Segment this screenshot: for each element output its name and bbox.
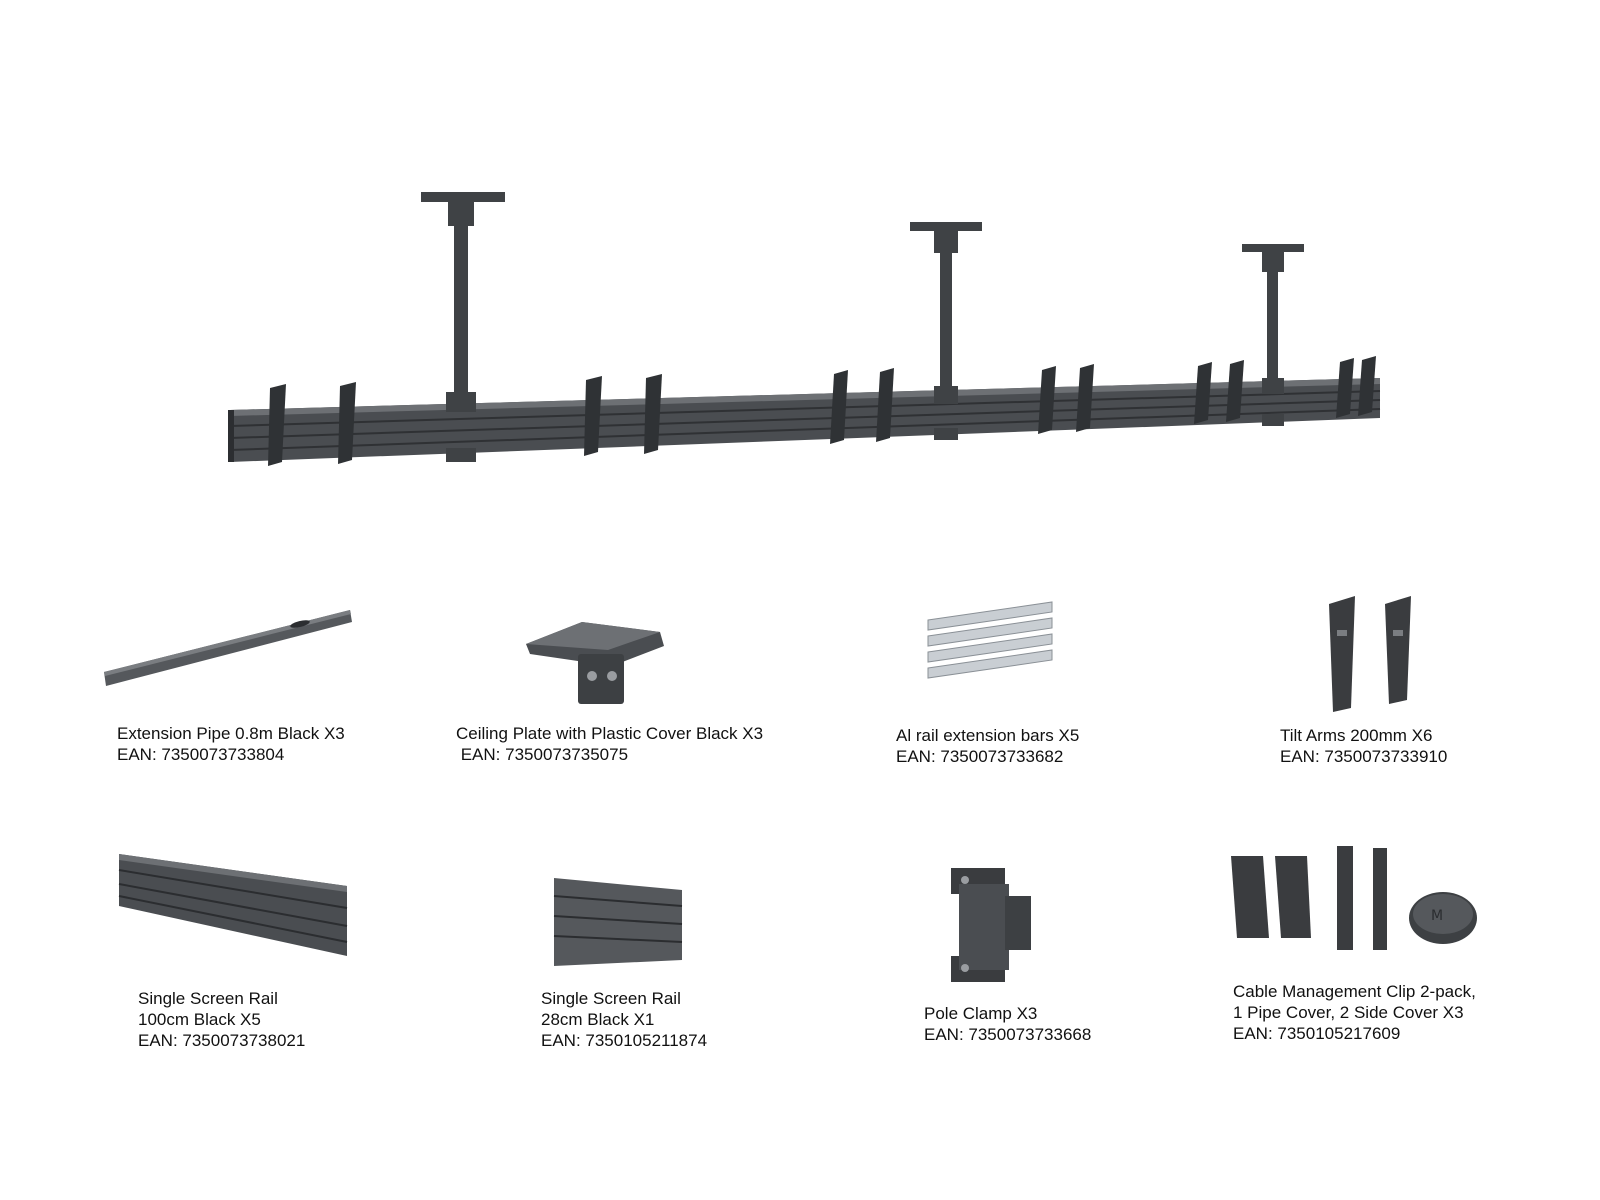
part-name: Extension Pipe 0.8m Black X3 [117, 724, 345, 743]
single-screen-rail-100cm-image [118, 854, 348, 956]
al-rail-extension-bars-image [927, 601, 1053, 679]
part-caption-al-rail-extension-bars: Al rail extension bars X5 EAN: 735007373… [896, 725, 1079, 767]
assembled-ceiling-mount-image [228, 192, 1381, 466]
single-screen-rail-28cm-image [553, 878, 683, 966]
part-ean: EAN: 7350073733682 [896, 747, 1064, 766]
ceiling-plate-image [526, 622, 664, 704]
part-name: Ceiling Plate with Plastic Cover Black X… [456, 724, 764, 743]
part-caption-pole-clamp: Pole Clamp X3 EAN: 7350073733668 [924, 1003, 1091, 1045]
cable-management-clip-image: M [1231, 846, 1477, 950]
tilt-arms-image [1329, 596, 1411, 712]
part-size: 28cm Black X1 [541, 1010, 655, 1029]
part-size: 100cm Black X5 [138, 1010, 261, 1029]
part-name: Pole Clamp X3 [924, 1004, 1038, 1023]
pole-clamp-image [951, 868, 1031, 982]
part-name: Single Screen Rail [541, 989, 681, 1008]
part-caption-single-screen-rail-28cm: Single Screen Rail 28cm Black X1 EAN: 73… [541, 988, 707, 1051]
part-caption-extension-pipe: Extension Pipe 0.8m Black X3 EAN: 735007… [117, 723, 345, 765]
part-name: Cable Management Clip 2-pack, [1233, 982, 1476, 1001]
part-caption-single-screen-rail-100cm: Single Screen Rail 100cm Black X5 EAN: 7… [138, 988, 305, 1051]
part-name: Tilt Arms 200mm X6 [1280, 726, 1433, 745]
part-ean: EAN: 7350105211874 [541, 1031, 708, 1050]
part-caption-ceiling-plate: Ceiling Plate with Plastic Cover Black X… [456, 723, 763, 765]
part-ean: EAN: 7350073738021 [138, 1031, 306, 1050]
part-ean: EAN: 7350073733804 [117, 745, 285, 764]
part-name: Al rail extension bars X5 [896, 726, 1080, 745]
part-ean: EAN: 7350073733910 [1280, 747, 1448, 766]
extension-pipe-image [104, 610, 352, 686]
part-contents: 1 Pipe Cover, 2 Side Cover X3 [1233, 1003, 1464, 1022]
part-ean: EAN: 7350073733668 [924, 1025, 1092, 1044]
part-name: Single Screen Rail [138, 989, 278, 1008]
part-ean: EAN: 7350073735075 [456, 745, 629, 764]
svg-text:M: M [1431, 908, 1443, 924]
part-caption-cable-management-clip: Cable Management Clip 2-pack, 1 Pipe Cov… [1233, 981, 1476, 1044]
part-ean: EAN: 7350105217609 [1233, 1024, 1401, 1043]
part-caption-tilt-arms: Tilt Arms 200mm X6 EAN: 7350073733910 [1280, 725, 1447, 767]
